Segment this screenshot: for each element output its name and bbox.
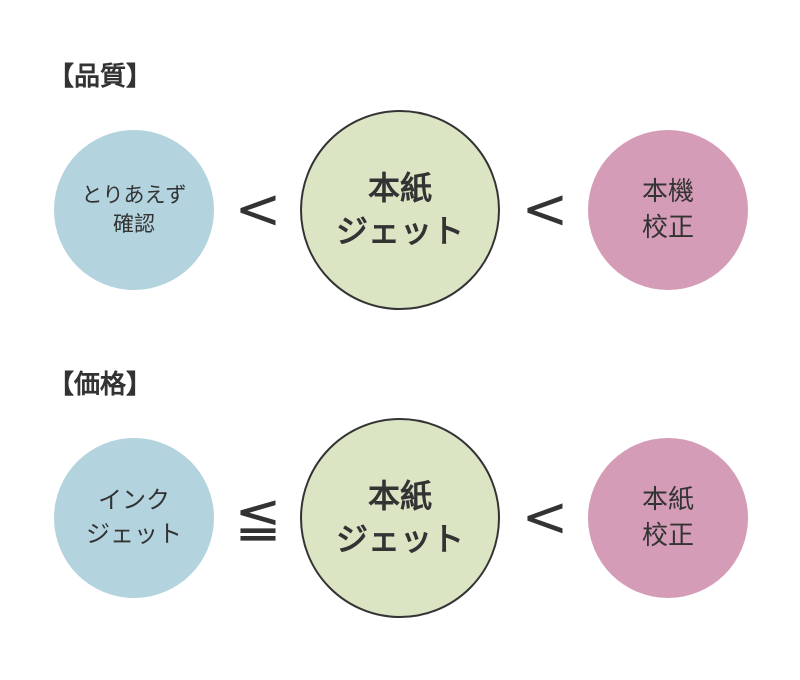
price-heading: 【価格】: [48, 370, 153, 400]
price-right-circle: 本紙 校正: [588, 438, 748, 598]
price-op2: <: [521, 485, 569, 550]
quality-heading: 【品質】: [48, 62, 153, 92]
quality-right-circle: 本機 校正: [588, 130, 748, 290]
price-left-circle: インク ジェット: [54, 438, 214, 598]
quality-op1: <: [234, 177, 282, 242]
price-op1: ≦: [234, 485, 282, 550]
price-center-circle: 本紙 ジェット: [300, 418, 500, 618]
quality-op2: <: [521, 177, 569, 242]
quality-left-circle: とりあえず 確認: [54, 130, 214, 290]
quality-center-circle: 本紙 ジェット: [300, 110, 500, 310]
